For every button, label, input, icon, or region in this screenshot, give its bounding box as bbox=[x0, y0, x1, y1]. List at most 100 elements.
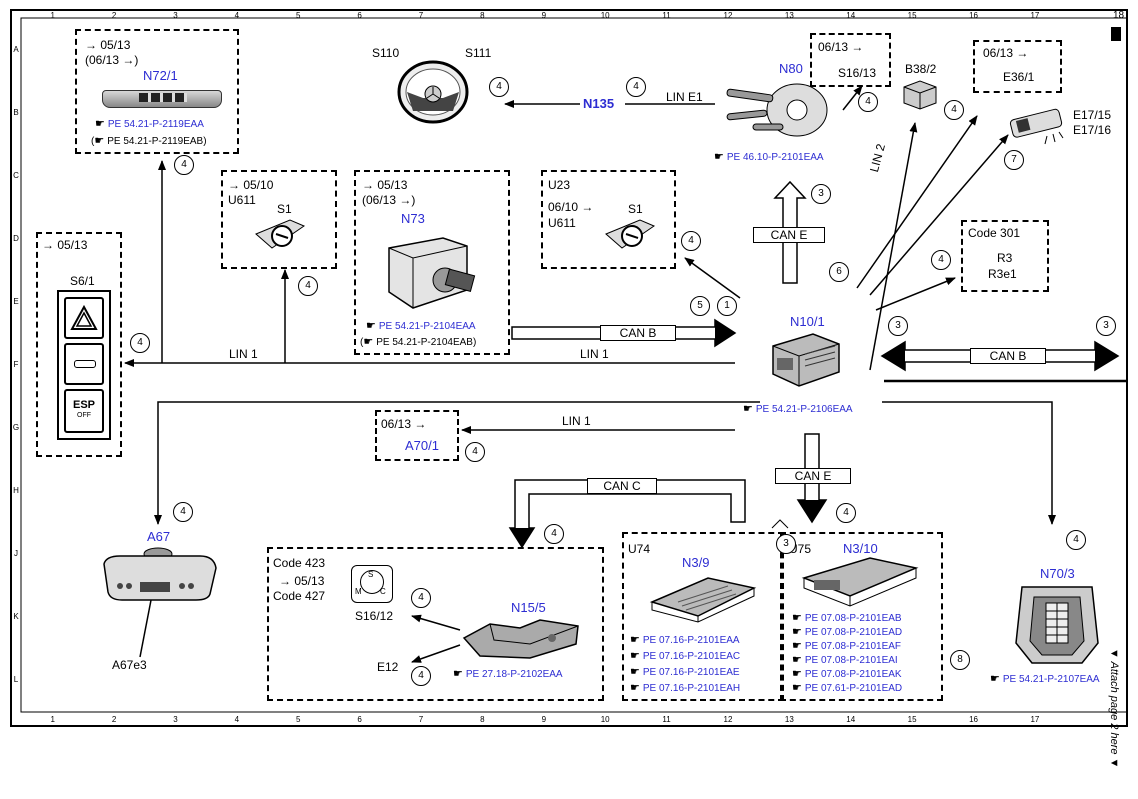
lin-e1-label: LIN E1 bbox=[666, 90, 703, 104]
grid-column-label: 15 bbox=[907, 715, 917, 724]
reference-circle: 4 bbox=[1066, 530, 1086, 550]
reference-link[interactable]: ☛PE 07.08-P-2101EAD bbox=[792, 626, 902, 639]
grid-column-label: 14 bbox=[846, 11, 856, 20]
grid-row-label: H bbox=[13, 486, 19, 496]
reference-circle: 8 bbox=[950, 650, 970, 670]
reference-link[interactable]: ☛PE 07.08-P-2101EAI bbox=[792, 654, 898, 667]
grid-column-label: 5 bbox=[296, 715, 301, 724]
reference-link[interactable]: ☛PE 07.08-P-2101EAB bbox=[792, 612, 902, 625]
n80-ref[interactable]: ☛PE 46.10-P-2101EAA bbox=[714, 151, 824, 164]
n72-1-ref1[interactable]: ☛PE 54.21-P-2119EAA bbox=[95, 118, 204, 131]
transmission-module-icon bbox=[462, 619, 579, 659]
reference-circle: 4 bbox=[681, 231, 701, 251]
s111-label: S111 bbox=[465, 46, 492, 60]
s6-1-date: → 05/13 bbox=[42, 238, 88, 252]
n10-1-ref[interactable]: ☛PE 54.21-P-2106EAA bbox=[743, 403, 853, 416]
s6-1-label: S6/1 bbox=[70, 274, 95, 288]
n72-1-device bbox=[102, 90, 222, 108]
grid-column-label: 15 bbox=[907, 11, 917, 20]
e12-label: E12 bbox=[377, 660, 399, 674]
center-button[interactable] bbox=[64, 343, 104, 385]
grid-column-label: 9 bbox=[541, 715, 547, 724]
grid-column-label: 14 bbox=[846, 715, 856, 724]
grid-column-label: 6 bbox=[357, 715, 362, 724]
s1-b-label: S1 bbox=[628, 202, 643, 216]
reference-circle: 4 bbox=[626, 77, 646, 97]
reference-circle: 5 bbox=[690, 296, 710, 316]
s1-a-label: S1 bbox=[277, 202, 292, 216]
s1-a-variant: U611 bbox=[228, 193, 256, 207]
b38-2-label: B38/2 bbox=[905, 62, 937, 76]
n15-5-code1: Code 423 bbox=[273, 556, 326, 570]
s110-label: S110 bbox=[372, 46, 400, 60]
reference-circle: 4 bbox=[173, 502, 193, 522]
hand-pointer-icon: ☛ bbox=[630, 634, 640, 646]
e17-15-label: E17/15 bbox=[1073, 108, 1112, 122]
reference-link[interactable]: ☛PE 07.08-P-2101EAK bbox=[792, 668, 902, 681]
s16-13-box bbox=[810, 33, 891, 87]
a70-1-date: 06/13 → bbox=[381, 417, 427, 431]
grid-column-label: 2 bbox=[111, 11, 117, 20]
off-label: OFF bbox=[77, 412, 91, 419]
selector-c: C bbox=[380, 587, 386, 596]
n72-1-date1: → 05/13 bbox=[85, 38, 131, 52]
n3-9-label: N3/9 bbox=[682, 555, 710, 570]
attach-page-note: ▼ Attach page 2 here ▼ bbox=[1108, 648, 1120, 769]
grid-column-label: 11 bbox=[662, 11, 671, 20]
selector-s: S bbox=[368, 570, 374, 579]
interior-light-icon bbox=[1009, 108, 1064, 145]
hazard-button[interactable] bbox=[64, 297, 104, 339]
grid-column-label: 17 bbox=[1030, 715, 1040, 724]
n72-1-date2: (06/13 →) bbox=[85, 53, 139, 67]
n72-1-box bbox=[75, 29, 239, 154]
n15-5-ref[interactable]: ☛PE 27.18-P-2102EAA bbox=[453, 668, 563, 681]
esp-off-button[interactable]: ESP OFF bbox=[64, 389, 104, 433]
reference-link[interactable]: ☛PE 07.16-P-2101EAA bbox=[630, 634, 740, 647]
grid-column-label: 16 bbox=[969, 11, 978, 20]
hand-pointer-icon: ☛ bbox=[792, 654, 802, 666]
reference-circle: 4 bbox=[544, 524, 564, 544]
reference-link[interactable]: ☛PE 07.16-P-2101EAC bbox=[630, 650, 740, 663]
reference-text: PE 07.16-P-2101EAH bbox=[642, 683, 741, 694]
s1-b-date: 06/10 → bbox=[548, 200, 594, 214]
grid-row-label: F bbox=[13, 360, 19, 369]
n73-ref2[interactable]: (☛PE 54.21-P-2104EAB) bbox=[360, 336, 477, 348]
reference-circle: 3 bbox=[1096, 316, 1116, 336]
engine-control-unit-icon bbox=[649, 577, 757, 623]
grid-column-label: 17 bbox=[1030, 11, 1040, 20]
reference-circle: 3 bbox=[811, 184, 831, 204]
reference-circle: 4 bbox=[130, 333, 150, 353]
hand-pointer-icon: ☛ bbox=[743, 403, 753, 415]
grid-column-label: 10 bbox=[600, 11, 610, 20]
page-corner-icon bbox=[1111, 27, 1121, 41]
reference-link[interactable]: ☛PE 07.61-P-2101EAD bbox=[792, 682, 902, 695]
reference-circle: 7 bbox=[1004, 150, 1024, 170]
hand-pointer-icon: ☛ bbox=[792, 626, 802, 638]
s1-b-variant2: U611 bbox=[548, 216, 576, 230]
reference-text: PE 07.08-P-2101EAF bbox=[804, 641, 902, 652]
reference-link[interactable]: ☛PE 07.16-P-2101EAH bbox=[630, 682, 740, 695]
hand-pointer-icon: ☛ bbox=[990, 673, 1000, 685]
n72-1-ref2[interactable]: (☛PE 54.21-P-2119EAB) bbox=[91, 135, 207, 147]
engine-control-unit-icon bbox=[801, 557, 919, 607]
can-b-right-label: CAN B bbox=[970, 348, 1046, 364]
n73-ref1-text: PE 54.21-P-2104EAA bbox=[378, 321, 476, 332]
lin1-a70-label: LIN 1 bbox=[562, 414, 591, 428]
reference-link[interactable]: ☛PE 07.08-P-2101EAF bbox=[792, 640, 901, 653]
n80-ref-text: PE 46.10-P-2101EAA bbox=[726, 152, 824, 163]
grid-row-label: B bbox=[13, 107, 19, 117]
grid-row-label: J bbox=[14, 549, 18, 559]
grid-column-label: 4 bbox=[234, 11, 240, 20]
reference-text: PE 07.08-P-2101EAD bbox=[804, 627, 903, 638]
grid-column-label: 7 bbox=[418, 715, 424, 724]
reference-circle: 4 bbox=[836, 503, 856, 523]
s6-1-box bbox=[36, 232, 122, 457]
n70-3-ref[interactable]: ☛PE 54.21-P-2107EAA bbox=[990, 673, 1100, 686]
n73-ref1[interactable]: ☛PE 54.21-P-2104EAA bbox=[366, 320, 476, 333]
reference-circle: 6 bbox=[829, 262, 849, 282]
reference-circle: 4 bbox=[298, 276, 318, 296]
reference-link[interactable]: ☛PE 07.16-P-2101EAE bbox=[630, 666, 740, 679]
grid-column-label: 12 bbox=[723, 715, 733, 724]
grid-column-label: 8 bbox=[480, 715, 485, 724]
rear-view-mirror-icon bbox=[103, 547, 217, 601]
